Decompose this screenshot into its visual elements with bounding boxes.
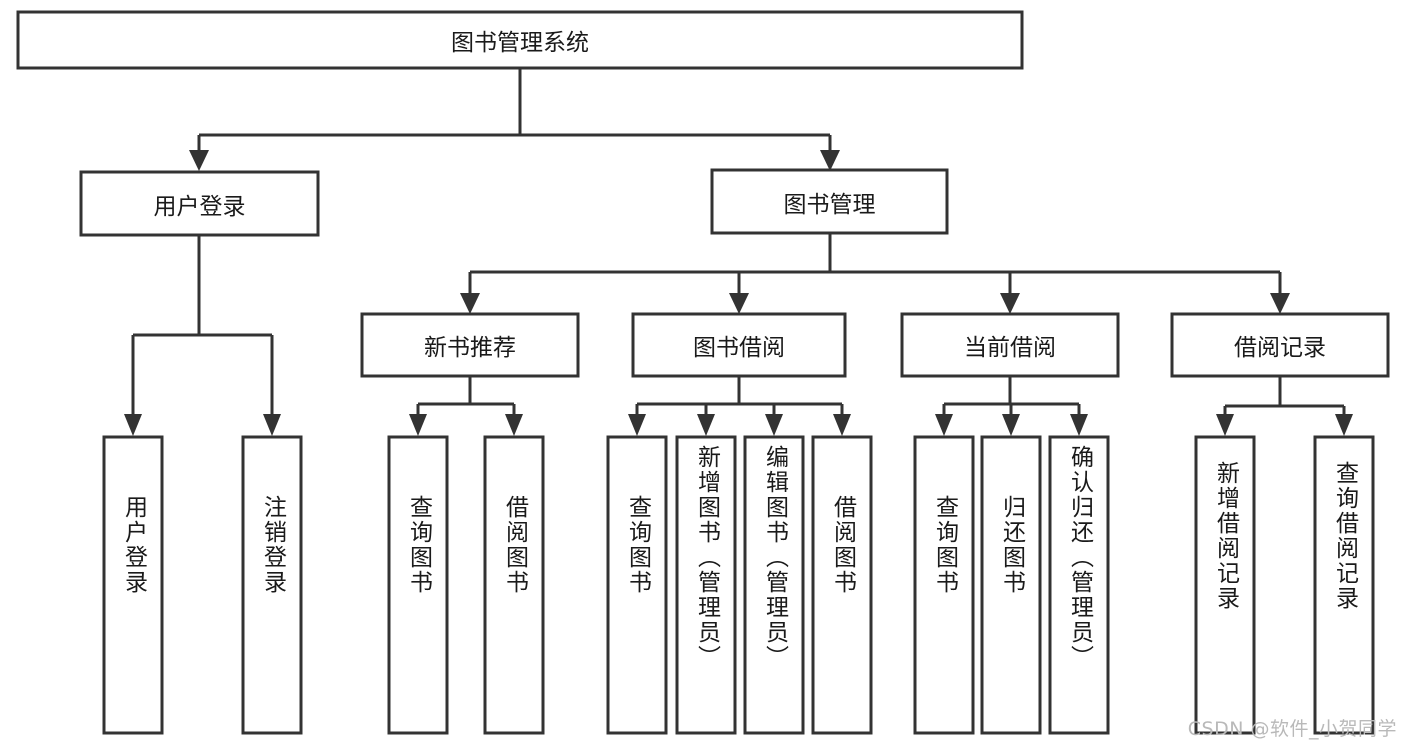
arrowhead-leaf-borrow-book-2 [833,414,851,436]
node-box-root[interactable] [16,10,1024,70]
node-box-leaf-user-login[interactable] [102,435,164,735]
arrowhead-leaf-confirm-return [1070,414,1088,436]
arrowhead-leaf-add-book [697,414,715,436]
node-box-leaf-confirm-return[interactable] [1048,435,1110,735]
node-box-leaf-return-book[interactable] [980,435,1042,735]
connector-group-newbook [409,376,523,436]
node-box-leaf-query-book-1[interactable] [387,435,449,735]
node-box-leaf-edit-book[interactable] [743,435,805,735]
node-box-leaf-query-book-2[interactable] [606,435,668,735]
connector-group-borrowrecord [1216,376,1353,436]
node-box-leaf-query-book-3[interactable] [913,435,975,735]
connector-group-bookborrow [628,376,851,436]
node-box-new-book-rec[interactable] [360,312,580,378]
node-box-leaf-borrow-book-2[interactable] [811,435,873,735]
connector-group-userlogin [124,235,281,436]
arrowhead-userlogin [189,150,209,171]
node-box-user-login[interactable] [79,170,320,237]
connector-group-currentborrow [935,376,1088,436]
arrowhead-bookborrow [729,293,749,314]
node-box-current-borrow[interactable] [900,312,1120,378]
arrowhead-leaf-query-book-3 [935,414,953,436]
node-box-leaf-logout[interactable] [241,435,303,735]
arrowhead-leaf-logout [263,414,281,436]
arrowhead-leaf-query-book-1 [409,414,427,436]
connector-group-root [189,68,840,171]
node-box-leaf-borrow-book-1[interactable] [483,435,545,735]
arrowhead-leaf-query-record [1335,414,1353,436]
connector-group-bookmanage [460,233,1290,314]
node-box-leaf-add-record[interactable] [1194,435,1256,735]
node-box-book-borrow[interactable] [631,312,847,378]
arrowhead-newbook [460,293,480,314]
arrowhead-leaf-add-record [1216,414,1234,436]
arrowhead-leaf-edit-book [765,414,783,436]
node-box-borrow-record[interactable] [1170,312,1390,378]
arrowhead-currentborrow [1000,293,1020,314]
arrowhead-bookmanage [820,150,840,171]
arrowhead-borrowrecord [1270,293,1290,314]
node-box-leaf-add-book[interactable] [675,435,737,735]
arrowhead-leaf-user-login [124,414,142,436]
arrowhead-leaf-query-book-2 [628,414,646,436]
node-box-leaf-query-record[interactable] [1313,435,1375,735]
csdn-watermark: CSDN @软件_小贺同学 [1187,718,1397,740]
node-box-book-manage[interactable] [710,168,949,235]
arrowhead-leaf-return-book [1002,414,1020,436]
arrowhead-leaf-borrow-book-1 [505,414,523,436]
